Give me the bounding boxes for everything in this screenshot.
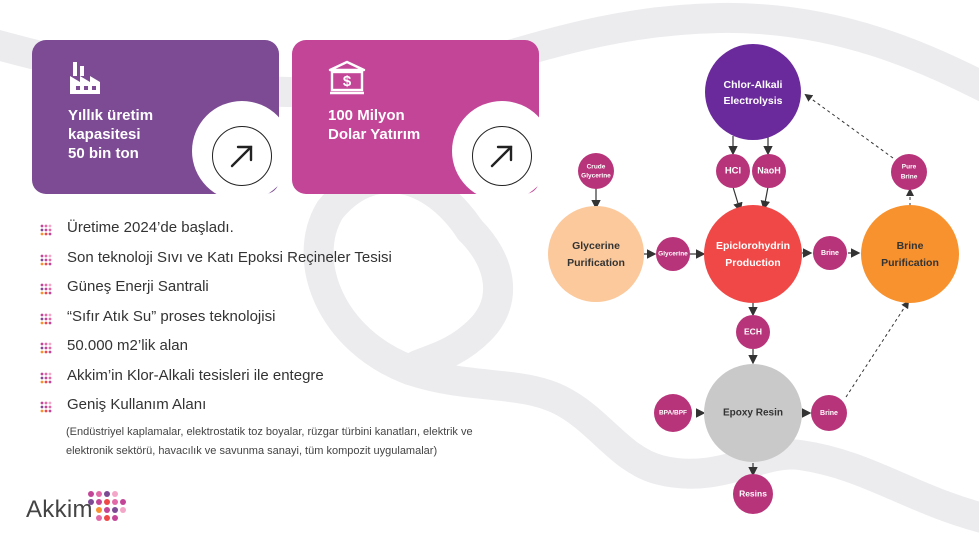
investment-text: 100 Milyon Dolar Yatırım (328, 107, 421, 143)
node-resins-label: Resins (739, 488, 767, 498)
bullet-dots-icon (40, 342, 52, 354)
logo-dots-icon (88, 491, 126, 521)
node-hcl-label: HCl (725, 166, 741, 177)
capacity-arrow-button[interactable] (212, 126, 272, 186)
bullet-dots-icon (40, 313, 52, 324)
arrow-up-right-icon (230, 145, 253, 168)
usage-areas-note: (Endüstriyel kaplamalar, elektrostatik t… (66, 426, 473, 457)
list-item-text: Üretime 2024’de başladı. (67, 219, 234, 236)
list-item: Geniş Kullanım Alanı (40, 395, 540, 425)
node-brine-lower: Brine (811, 395, 847, 431)
arrow-up-right-icon (490, 145, 513, 168)
node-epiclorohydrin-line2: Production (725, 257, 780, 269)
investment-arrow-button[interactable] (472, 126, 532, 186)
list-item-text: “Sıfır Atık Su” proses teknolojisi (67, 307, 276, 325)
node-brine-middle-label: Brine (821, 250, 839, 257)
node-brine-purification: Brine Purification (861, 205, 959, 303)
list-item: Akkim’in Klor-Alkali tesisleri ile enteg… (40, 366, 540, 396)
node-chlor-alkali-line2: Electrolysis (724, 95, 783, 107)
node-ech-label: ECH (744, 326, 762, 336)
factory-icon (70, 62, 100, 94)
node-brine-purification-line1: Brine (897, 240, 924, 252)
node-naoh-label: NaoH (757, 165, 781, 175)
node-crude-glycerine-line2: Glycerine (581, 173, 611, 180)
list-item-text: 50.000 m2’lik alan (67, 337, 188, 354)
capacity-text: Yıllık üretim kapasitesi 50 bin ton (68, 107, 154, 162)
feature-list: Üretime 2024’de başladı. Son teknoloji S… (40, 218, 540, 425)
svg-text:$: $ (343, 73, 352, 90)
node-epiclorohydrin-line1: Epiclorohydrin (716, 240, 790, 252)
bank-dollar-icon: $ (328, 60, 366, 95)
node-ech: ECH (736, 315, 770, 349)
node-glycerine-purification-line1: Glycerine (572, 240, 620, 252)
node-pure-brine: Pure Brine (891, 154, 927, 190)
list-item: “Sıfır Atık Su” proses teknolojisi (40, 307, 540, 337)
list-item: Güneş Enerji Santrali (40, 277, 540, 307)
edge-naoh-ech (760, 186, 771, 211)
node-brine-lower-label: Brine (820, 410, 838, 417)
node-naoh: NaoH (752, 154, 786, 188)
node-hcl: HCl (716, 154, 750, 188)
node-crude-glycerine-line1: Crude (587, 164, 606, 171)
edge-brinelow-brinepur (845, 300, 910, 398)
node-epiclorohydrin: Epiclorohydrin Production (704, 205, 802, 303)
list-item-text: Son teknoloji Sıvı ve Katı Epoksi Reçine… (67, 248, 392, 266)
node-pure-brine-line2: Brine (901, 174, 918, 181)
node-pure-brine-line1: Pure (902, 164, 917, 171)
node-chlor-alkali: Chlor-Alkali Electrolysis (705, 44, 801, 140)
bullet-dots-icon (40, 372, 52, 383)
node-glycerine-purification: Glycerine Purification (548, 206, 644, 302)
node-glycerine: Glycerine (656, 237, 690, 271)
list-item: Üretime 2024’de başladı. (40, 218, 540, 248)
list-item-text: Geniş Kullanım Alanı (67, 396, 207, 413)
node-epoxy-resin: Epoxy Resin (704, 364, 802, 462)
list-item-text: Akkim’in Klor-Alkali tesisleri ile enteg… (67, 366, 324, 384)
list-item-text: Güneş Enerji Santrali (67, 278, 209, 295)
node-bpa-bpf-label: BPA/BPF (659, 410, 687, 417)
bullet-dots-icon (40, 224, 52, 236)
bullet-dots-icon (40, 254, 52, 265)
logo-text: Akkim (26, 496, 93, 523)
node-glycerine-purification-line2: Purification (567, 257, 625, 269)
node-crude-glycerine: Crude Glycerine (578, 153, 614, 189)
node-chlor-alkali-line1: Chlor-Alkali (724, 79, 783, 91)
node-brine-middle: Brine (813, 236, 847, 270)
node-epoxy-resin-label: Epoxy Resin (723, 408, 783, 419)
list-item: Son teknoloji Sıvı ve Katı Epoksi Reçine… (40, 248, 540, 278)
edge-hcl-ech (732, 186, 743, 213)
bullet-dots-icon (40, 401, 52, 413)
node-glycerine-label: Glycerine (658, 251, 688, 258)
node-brine-purification-line2: Purification (881, 257, 939, 269)
edge-purebrine-chloralkali (804, 93, 894, 159)
node-bpa-bpf: BPA/BPF (654, 394, 692, 432)
node-resins: Resins (733, 474, 773, 514)
bullet-dots-icon (40, 283, 52, 295)
list-item: 50.000 m2’lik alan (40, 336, 540, 366)
